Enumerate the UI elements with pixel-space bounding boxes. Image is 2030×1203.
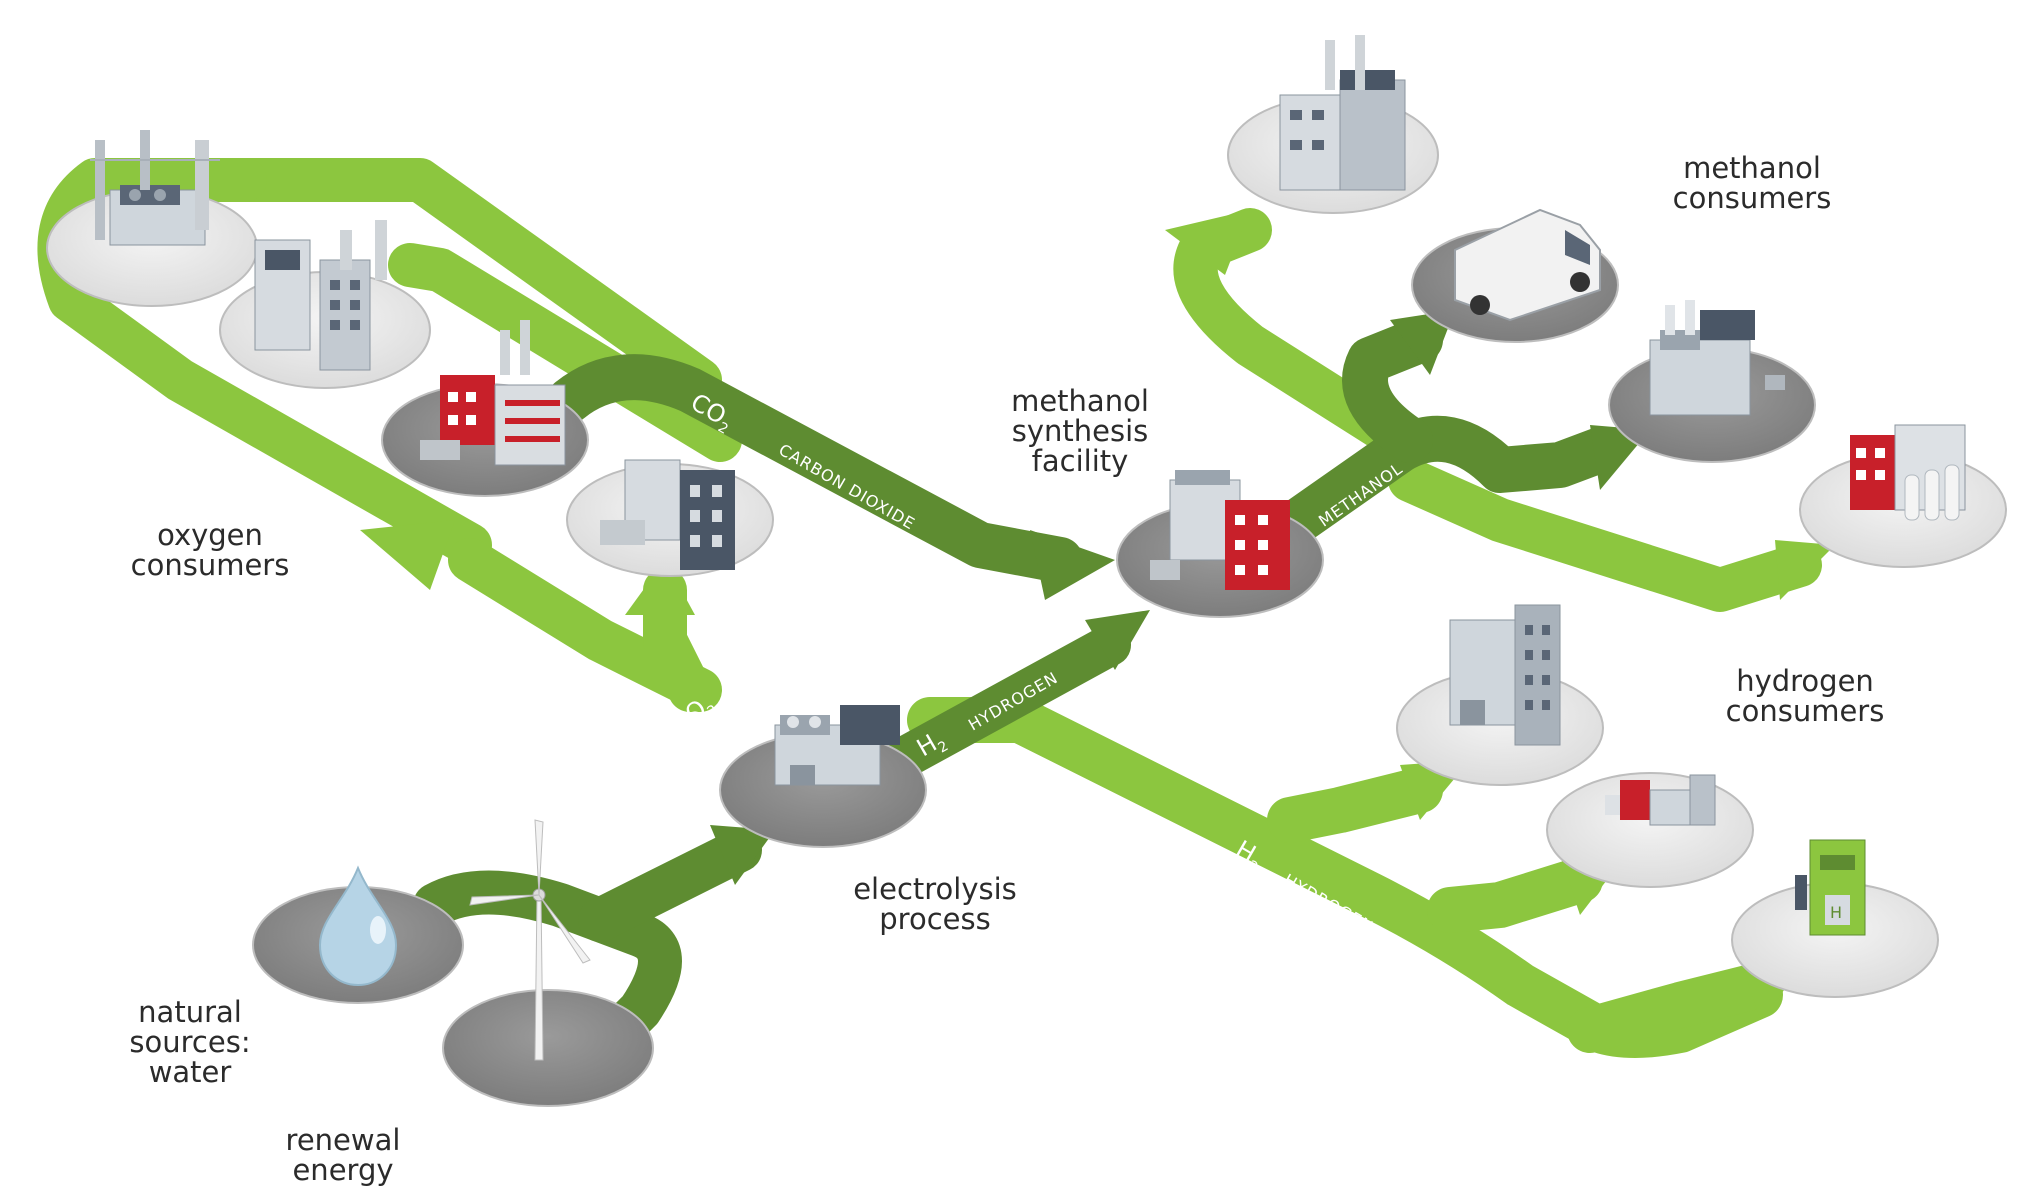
methanol-synthesis-line-3: facility [1031, 444, 1129, 478]
renewal-energy-line-1: renewal [285, 1123, 401, 1157]
h2-pump-icon: H [1795, 839, 1866, 936]
hydrogen-flow [907, 697, 1783, 1058]
methanol-arrow-head-bottom [1775, 540, 1835, 600]
natural-sources-line-2: sources: [129, 1025, 251, 1059]
natural-sources-line-1: natural [138, 995, 242, 1029]
red-factory-icon [420, 320, 566, 466]
hydrogen-consumers-line-1: hydrogen [1736, 664, 1874, 698]
methanol-factory-icon [1279, 35, 1406, 191]
methanol-arrow-head-top [1165, 210, 1250, 275]
electrolysis-building-icon [774, 705, 900, 786]
methanol-consumers-line-2: consumers [1672, 181, 1832, 215]
natural-sources-label: natural sources: water [90, 997, 290, 1087]
powerplant-icon [254, 220, 387, 371]
electrolysis-label: electrolysis process [835, 874, 1035, 934]
oxygen-arrow-head [360, 520, 455, 590]
h2-tower-icon [1449, 604, 1561, 746]
pump-h-text: H [1830, 903, 1842, 922]
synthesis-building-icon [1150, 470, 1290, 590]
methanol-dark-flow [1277, 317, 1623, 543]
red-industry-icon [1850, 424, 1966, 521]
h2-factory-icon [1605, 774, 1716, 826]
oxygen-flow [37, 158, 742, 712]
office-icon [600, 459, 735, 570]
hydrogen-consumers-label: hydrogen consumers [1705, 666, 1905, 726]
methanol-synthesis-line-2: synthesis [1011, 414, 1149, 448]
o2-arrow-head [625, 560, 695, 615]
oxygen-consumers-line-1: oxygen [157, 518, 263, 552]
natural-sources-line-3: water [148, 1055, 232, 1089]
energy-arrow-head [710, 825, 775, 885]
platform-wind [442, 989, 654, 1107]
wind-turbine-icon [469, 819, 591, 1061]
methanol-plant-icon [1649, 300, 1785, 416]
h2-to-synthesis-flow [879, 624, 1131, 781]
renewal-energy-label: renewal energy [243, 1125, 443, 1185]
hydrogen-consumers-line-2: consumers [1725, 694, 1885, 728]
co2-flow [547, 354, 1083, 583]
methanol-consumers-label: methanol consumers [1652, 153, 1852, 213]
renewal-energy-line-2: energy [292, 1153, 394, 1187]
electrolysis-line-2: process [879, 902, 991, 936]
methanol-synthesis-line-1: methanol [1011, 384, 1149, 418]
oxygen-consumers-line-2: consumers [130, 548, 290, 582]
refinery-icon [90, 130, 220, 246]
electrolysis-line-1: electrolysis [853, 872, 1017, 906]
oxygen-consumers-label: oxygen consumers [110, 520, 310, 580]
methanol-dark-arrow-1 [1390, 310, 1455, 375]
van-icon [1454, 208, 1601, 322]
co2-arrow-head [1030, 530, 1115, 600]
h2-arrow-head [1085, 610, 1150, 670]
water-drop-icon [318, 865, 398, 987]
methanol-synthesis-label: methanol synthesis facility [980, 386, 1180, 476]
energy-flow [413, 828, 762, 1062]
methanol-consumers-line-1: methanol [1683, 151, 1821, 185]
